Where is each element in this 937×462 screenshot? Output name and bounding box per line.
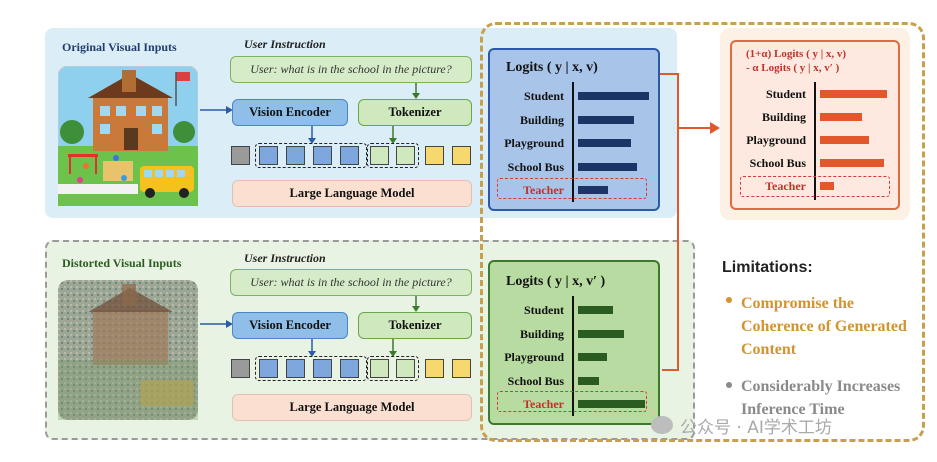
logit-bar-building (578, 329, 624, 338)
text-token (396, 146, 415, 165)
limitations-title: Limitations: (722, 259, 813, 276)
limitation-bullet-2 (726, 382, 732, 388)
image-token (340, 146, 359, 165)
logit-bar-student (820, 90, 887, 98)
instruction-to-tokenizer-arrow-2 (412, 296, 420, 312)
logit-bar-student (578, 306, 613, 314)
limitation-bullet-1 (726, 297, 732, 303)
token-system (231, 146, 250, 165)
original-logits-title: Logits ( y | x, v) (506, 60, 598, 75)
image-token (286, 359, 305, 378)
logit-bar-teacher (820, 182, 834, 190)
original-logits-box (488, 48, 660, 211)
original-inputs-title: Original Visual Inputs (62, 40, 177, 54)
distorted-image-to-encoder-arrow (200, 320, 233, 328)
logit-label-student: Student (523, 303, 564, 317)
watermark: 公众号 · AI学术工坊 (680, 418, 832, 438)
logit-bar-playground (820, 136, 869, 144)
logit-label-teacher: Teacher (523, 183, 564, 197)
user-instruction-header: User Instruction (244, 37, 326, 51)
distorted-school-image (58, 280, 198, 420)
instruction-to-tokenizer-arrow (412, 83, 420, 99)
distorted-logits-box (488, 260, 660, 425)
text-token-group (367, 143, 419, 168)
logit-bar-playground (578, 353, 607, 361)
logit-label-teacher: Teacher (523, 397, 564, 411)
llm-box-2: Large Language Model (232, 394, 472, 421)
teacher-highlight-2 (497, 391, 647, 412)
output-token (452, 146, 471, 165)
limitation-item-2: Considerably Increases Inference Time (741, 378, 901, 418)
user-instruction-header-2: User Instruction (244, 251, 326, 265)
logit-bar-school-bus (578, 376, 599, 385)
original-logits-axis (572, 82, 574, 202)
image-token (259, 146, 278, 165)
user-instruction-box-2: User: what is in the school in the pictu… (230, 269, 472, 296)
contrast-logits-axis (814, 82, 816, 200)
contrast-title-line1: (1+α) Logits ( y | x, v) (746, 48, 847, 60)
text-token (370, 359, 389, 378)
contrast-title-line2: - α Logits ( y | x, v′ ) (746, 62, 840, 74)
wechat-icon (651, 416, 673, 434)
logit-label-student: Student (523, 89, 564, 103)
image-token (313, 146, 332, 165)
output-token (425, 359, 444, 378)
logit-bar-building (820, 113, 862, 121)
school-image (58, 66, 198, 206)
encoder-to-tokens-arrow-2 (308, 339, 316, 357)
tokenizer-to-tokens-arrow-2 (389, 339, 397, 357)
logit-label-school-bus: School Bus (749, 156, 806, 170)
limitation-item-1: Compromise the Coherence of Generated Co… (741, 295, 907, 358)
logit-label-playground: Playground (504, 350, 564, 364)
logit-label-playground: Playground (504, 136, 564, 150)
logit-label-building: Building (519, 326, 564, 341)
vision-encoder-box-2: Vision Encoder (232, 312, 348, 339)
distorted-logits-axis (572, 296, 574, 416)
output-token (425, 146, 444, 165)
logit-bar-building (578, 115, 634, 124)
tokenizer-box-2: Tokenizer (358, 312, 472, 339)
image-token (259, 359, 278, 378)
text-token (396, 359, 415, 378)
logit-label-school-bus: School Bus (507, 159, 564, 174)
tokenizer-to-tokens-arrow (389, 126, 397, 144)
image-token (313, 359, 332, 378)
logit-label-student: Student (765, 87, 806, 101)
logit-bar-school-bus (578, 162, 637, 171)
vision-encoder-box: Vision Encoder (232, 99, 348, 126)
llm-box: Large Language Model (232, 180, 472, 207)
logit-label-teacher: Teacher (765, 179, 806, 193)
image-token (340, 359, 359, 378)
image-to-encoder-arrow (200, 106, 233, 114)
text-token-group-2 (367, 356, 419, 381)
logit-bar-student (578, 92, 649, 100)
contrastive-frame (480, 22, 925, 442)
logit-bar-teacher (578, 400, 645, 408)
image-token (286, 146, 305, 165)
encoder-to-tokens-arrow (308, 126, 316, 144)
logit-label-school-bus: School Bus (507, 373, 564, 388)
user-instruction-box: User: what is in the school in the pictu… (230, 56, 472, 83)
distorted-inputs-title: Distorted Visual Inputs (62, 256, 182, 270)
image-token-group-2 (255, 356, 367, 381)
logit-label-playground: Playground (746, 133, 806, 147)
logit-bar-playground (578, 139, 631, 147)
logit-bar-teacher (578, 186, 608, 194)
text-token (370, 146, 389, 165)
logit-label-building: Building (761, 110, 806, 124)
token-system-2 (231, 359, 250, 378)
distorted-logits-title: Logits ( y | x, v′ ) (506, 274, 606, 289)
output-token (452, 359, 471, 378)
tokenizer-box: Tokenizer (358, 99, 472, 126)
teacher-highlight-3 (740, 176, 890, 197)
logit-bar-school-bus (820, 159, 884, 167)
image-token-group (255, 143, 367, 168)
teacher-highlight (497, 178, 647, 199)
logit-label-building: Building (519, 112, 564, 127)
contrast-connector-arrows (660, 73, 720, 371)
